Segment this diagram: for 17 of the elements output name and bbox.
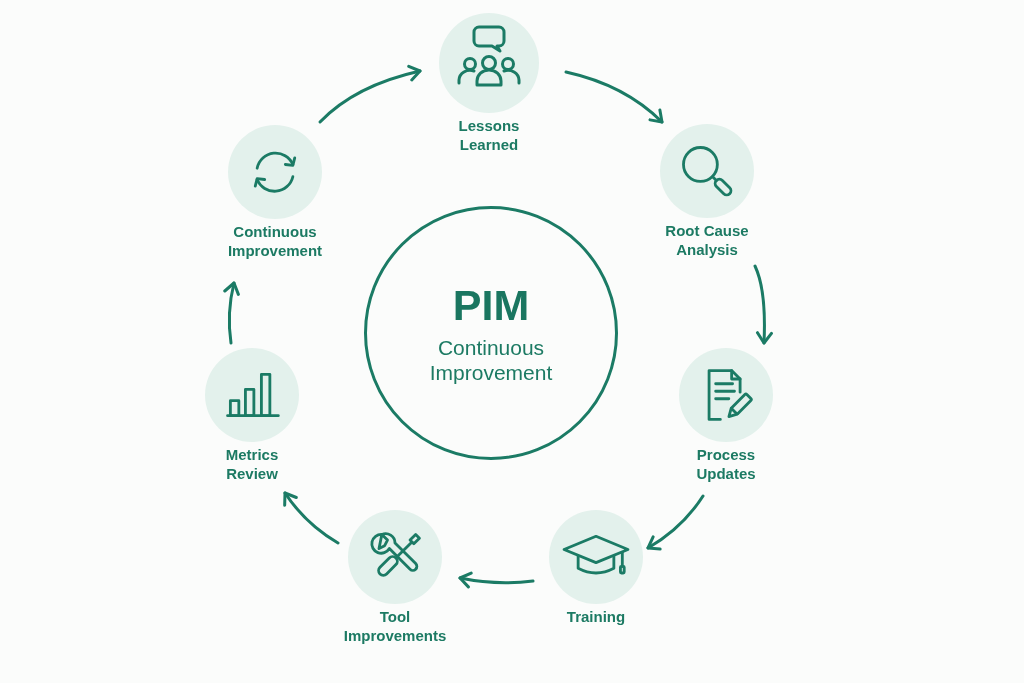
step-label: Tool Improvements — [342, 607, 448, 645]
arrow — [753, 264, 773, 345]
step-label: Root Cause Analysis — [664, 221, 750, 259]
arrow — [223, 281, 241, 345]
step-label: Process Updates — [695, 445, 757, 483]
hub-title: PIM — [452, 281, 530, 329]
hub-subtitle: Continuous Improvement — [428, 335, 554, 385]
step-label: Training — [566, 607, 626, 626]
hub-circle — [364, 206, 618, 460]
arrow — [458, 571, 535, 589]
arrow — [564, 70, 664, 124]
arrow — [646, 494, 705, 551]
step-label: Lessons Learned — [457, 116, 521, 154]
step-label: Metrics Review — [224, 445, 280, 483]
step-label: Continuous Improvement — [226, 222, 324, 260]
arrow — [283, 491, 340, 545]
arrow — [318, 65, 422, 124]
